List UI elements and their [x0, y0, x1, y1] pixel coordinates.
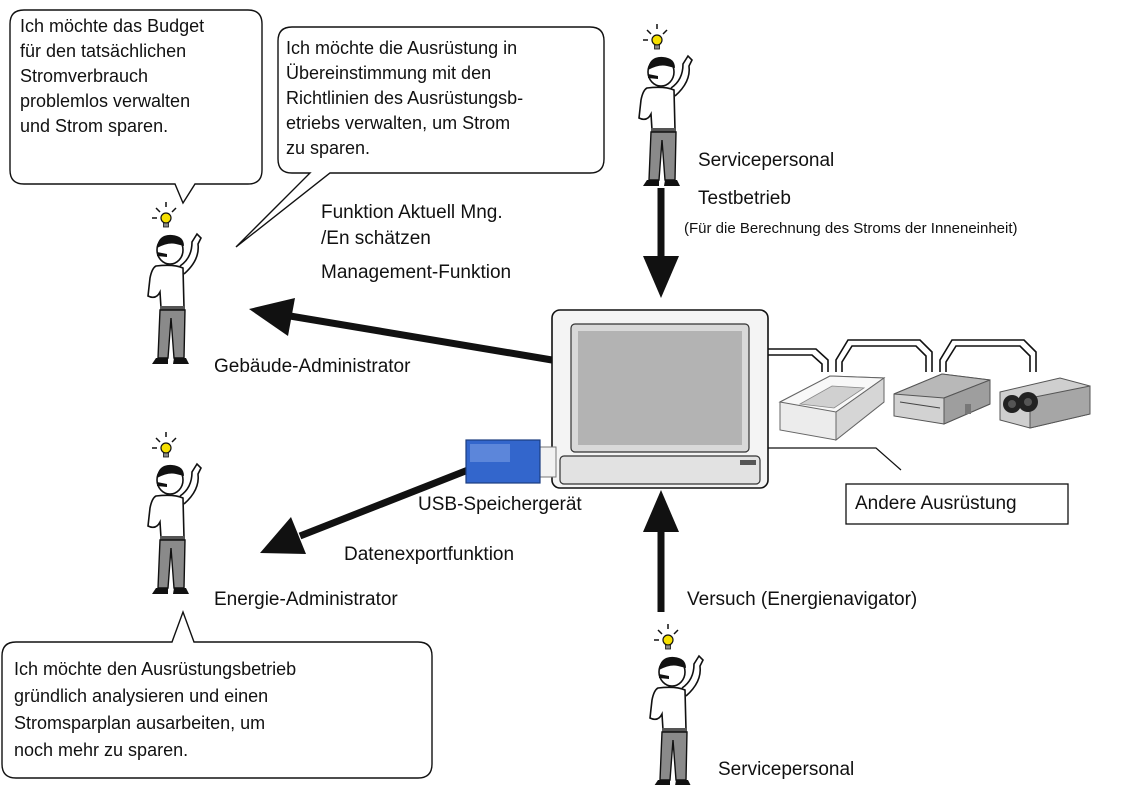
person-lightbulb-icon: [147, 431, 202, 595]
ceiling-cassette-icon: [778, 375, 886, 442]
label-usb-device: USB-Speichergerät: [418, 494, 582, 515]
usb-drive-icon: [465, 439, 557, 484]
other-equipment-leader: [768, 447, 902, 471]
bubble-text-energy-admin: Ich möchte den Ausrüstungsbetrieb gründl…: [14, 656, 296, 764]
bubble-line: Ich möchte das Budget: [20, 16, 205, 36]
label-function-current: Funktion Aktuell Mng.: [321, 202, 503, 223]
label-service-top: Servicepersonal: [698, 150, 835, 171]
bubble-line: Übereinstimmung mit den: [286, 63, 492, 83]
arrow-from-service-bottom: [643, 490, 679, 612]
bubble-line: Stromsparplan ausarbeiten, um: [14, 713, 266, 733]
bubble-line: Stromverbrauch: [20, 66, 149, 86]
label-service-bottom: Servicepersonal: [718, 759, 855, 780]
label-management-function: Management-Funktion: [321, 262, 512, 283]
person-lightbulb-icon: [638, 23, 693, 187]
person-lightbulb-icon: [649, 623, 704, 785]
refrigerant-piping: [764, 339, 1037, 372]
ducted-unit-icon: [893, 373, 991, 425]
label-other-equipment: Andere Ausrüstung: [855, 493, 1017, 514]
bubble-line: Ich möchte die Ausrüstung in: [286, 38, 518, 58]
other-equipment-box: [845, 483, 1069, 525]
arrow-to-energy-admin: [260, 466, 470, 554]
bubble-line: zu sparen.: [286, 138, 371, 158]
speech-bubble-equipment: [235, 26, 605, 248]
bubble-line: etriebs verwalten, um Strom: [286, 113, 511, 133]
speech-bubble-building-admin: [9, 9, 263, 205]
label-building-admin: Gebäude-Administrator: [214, 356, 411, 377]
bubble-line: für den tatsächlichen: [20, 41, 187, 61]
ventilation-unit-icon: [999, 377, 1091, 429]
central-controller-icon: [551, 309, 769, 489]
label-data-export: Datenexportfunktion: [344, 544, 515, 565]
label-function-estimate: /En schätzen: [321, 228, 431, 249]
arrow-to-building-admin: [249, 298, 553, 364]
label-test-run-note: (Für die Berechnung des Stroms der Innen…: [684, 220, 1018, 237]
arrow-from-service-top: [643, 188, 679, 298]
bubble-line: problemlos verwalten: [20, 91, 191, 111]
label-test-run: Testbetrieb: [698, 188, 791, 209]
bubble-line: Ich möchte den Ausrüstungsbetrieb: [14, 659, 297, 679]
speech-bubble-energy-admin: [1, 609, 433, 779]
bubble-line: Richtlinien des Ausrüstungsb-: [286, 88, 524, 108]
bubble-text-equipment: Ich möchte die Ausrüstung in Übereinstim…: [286, 36, 523, 161]
bubble-line: und Strom sparen.: [20, 116, 169, 136]
person-lightbulb-icon: [147, 201, 202, 365]
bubble-line: gründlich analysieren und einen: [14, 686, 269, 706]
label-trial: Versuch (Energienavigator): [687, 589, 918, 610]
bubble-line: noch mehr zu sparen.: [14, 740, 189, 760]
bubble-text-building-admin: Ich möchte das Budget für den tatsächlic…: [20, 14, 204, 139]
label-energy-admin: Energie-Administrator: [214, 589, 398, 610]
